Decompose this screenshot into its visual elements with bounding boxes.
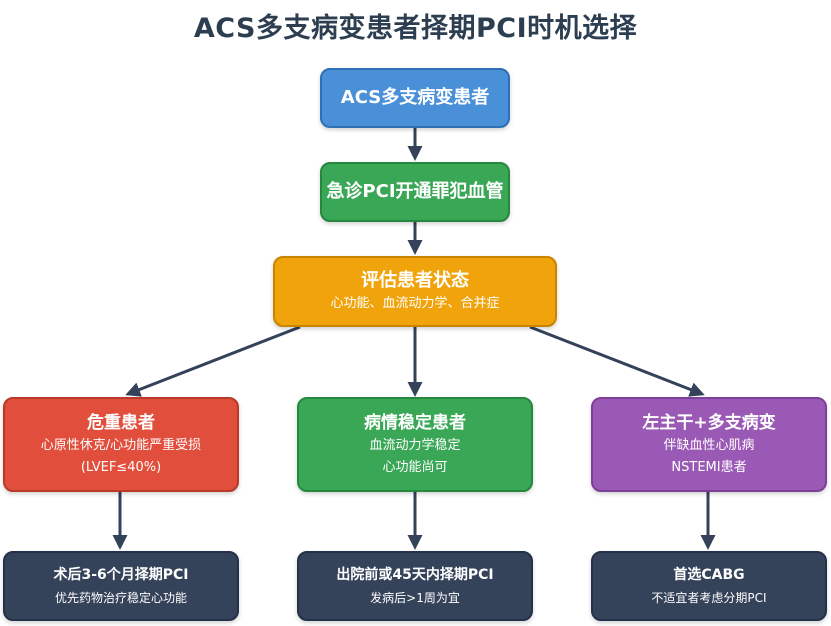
node-outcome-critical: 术后3-6个月择期PCI 优先药物治疗稳定心功能 xyxy=(3,551,239,621)
node-outcome-critical-detail: 优先药物治疗稳定心功能 xyxy=(54,591,187,605)
node-stable-detail-1: 血流动力学稳定 xyxy=(369,437,461,453)
node-outcome-leftmain-detail: 不适宜者考虑分期PCI xyxy=(651,591,767,605)
node-critical: 危重患者 心原性休克/心功能严重受损 (LVEF≤40%) xyxy=(3,397,239,492)
node-outcome-leftmain-label: 首选CABG xyxy=(673,567,745,583)
node-assess-detail: 心功能、血流动力学、合并症 xyxy=(330,295,500,311)
node-assess: 评估患者状态 心功能、血流动力学、合并症 xyxy=(273,256,557,327)
node-critical-detail-1: 心原性休克/心功能严重受损 xyxy=(40,437,202,453)
node-leftmain-detail-2: NSTEMI患者 xyxy=(671,459,747,475)
node-leftmain-label: 左主干+多支病变 xyxy=(642,412,776,433)
node-outcome-critical-label: 术后3-6个月择期PCI xyxy=(53,567,189,583)
node-leftmain: 左主干+多支病变 伴缺血性心肌病 NSTEMI患者 xyxy=(591,397,827,492)
arrow-assess-to-leftmain xyxy=(529,325,705,397)
node-leftmain-detail-1: 伴缺血性心肌病 xyxy=(663,437,755,453)
node-outcome-leftmain: 首选CABG 不适宜者考虑分期PCI xyxy=(591,551,827,621)
node-emergency-pci: 急诊PCI开通罪犯血管 xyxy=(320,162,510,222)
node-outcome-stable-label: 出院前或45天内择期PCI xyxy=(336,567,494,583)
diagram-title: ACS多支病变患者择期PCI时机选择 xyxy=(193,13,638,44)
arrow-assess-to-critical xyxy=(125,325,301,397)
node-start: ACS多支病变患者 xyxy=(320,68,510,128)
node-start-label: ACS多支病变患者 xyxy=(340,87,490,108)
node-outcome-stable: 出院前或45天内择期PCI 发病后>1周为宜 xyxy=(297,551,533,621)
node-assess-label: 评估患者状态 xyxy=(361,269,469,291)
node-stable: 病情稳定患者 血流动力学稳定 心功能尚可 xyxy=(297,397,533,492)
node-stable-detail-2: 心功能尚可 xyxy=(382,459,448,475)
node-outcome-stable-detail: 发病后>1周为宜 xyxy=(370,591,460,605)
node-critical-label: 危重患者 xyxy=(87,412,155,433)
node-critical-detail-2: (LVEF≤40%) xyxy=(80,459,162,475)
node-stable-label: 病情稳定患者 xyxy=(364,412,466,433)
node-emergency-pci-label: 急诊PCI开通罪犯血管 xyxy=(326,181,504,202)
